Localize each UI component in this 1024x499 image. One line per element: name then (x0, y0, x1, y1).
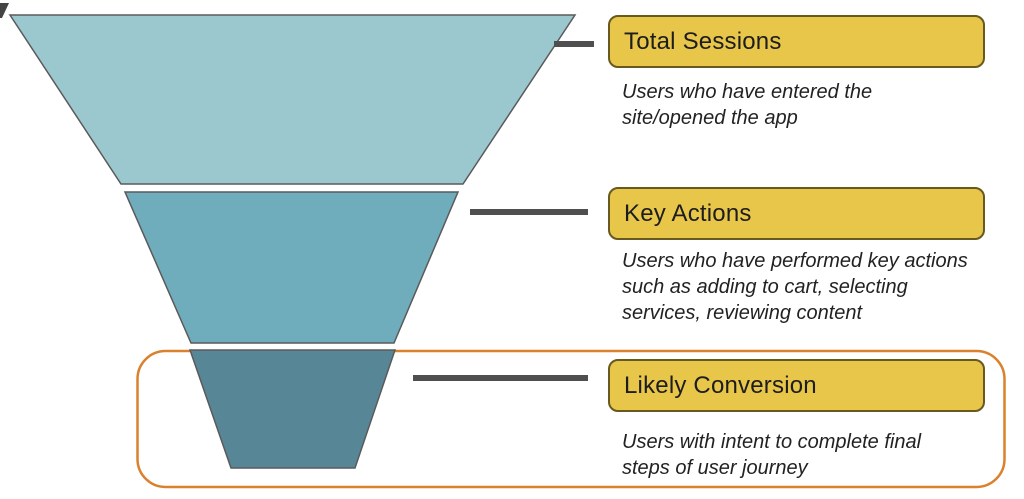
stage-description-total-sessions: Users who have entered the site/opened t… (622, 79, 872, 131)
label-box-key-actions: Key Actions (608, 187, 985, 240)
stage-title-total-sessions: Total Sessions (624, 27, 782, 55)
description-line: services, reviewing content (622, 302, 863, 324)
label-box-total-sessions: Total Sessions (608, 15, 985, 68)
description-line: Users with intent to complete final (622, 431, 922, 453)
description-line: steps of user journey (622, 457, 808, 479)
description-line: such as adding to cart, selecting (622, 276, 908, 298)
funnel-segment-key-actions (123, 191, 460, 344)
stage-title-likely-conversion: Likely Conversion (624, 371, 817, 399)
stage-title-key-actions: Key Actions (624, 199, 752, 227)
leader-line-likely-conversion (413, 375, 588, 381)
highlight-outline (136, 349, 1006, 489)
leader-line-key-actions (470, 209, 588, 215)
leader-line-total-sessions (554, 41, 594, 47)
stage-description-key-actions: Users who have performed key actions suc… (622, 248, 968, 326)
label-box-likely-conversion: Likely Conversion (608, 359, 985, 412)
crop-artifact-mark (0, 3, 9, 18)
stage-description-likely-conversion: Users with intent to complete final step… (622, 429, 921, 481)
description-line: site/opened the app (622, 107, 798, 129)
funnel-segment-likely-conversion (188, 349, 397, 469)
description-line: Users who have entered the (622, 81, 873, 103)
description-line: Users who have performed key actions (622, 250, 968, 272)
funnel-segment-total-sessions (8, 14, 577, 185)
